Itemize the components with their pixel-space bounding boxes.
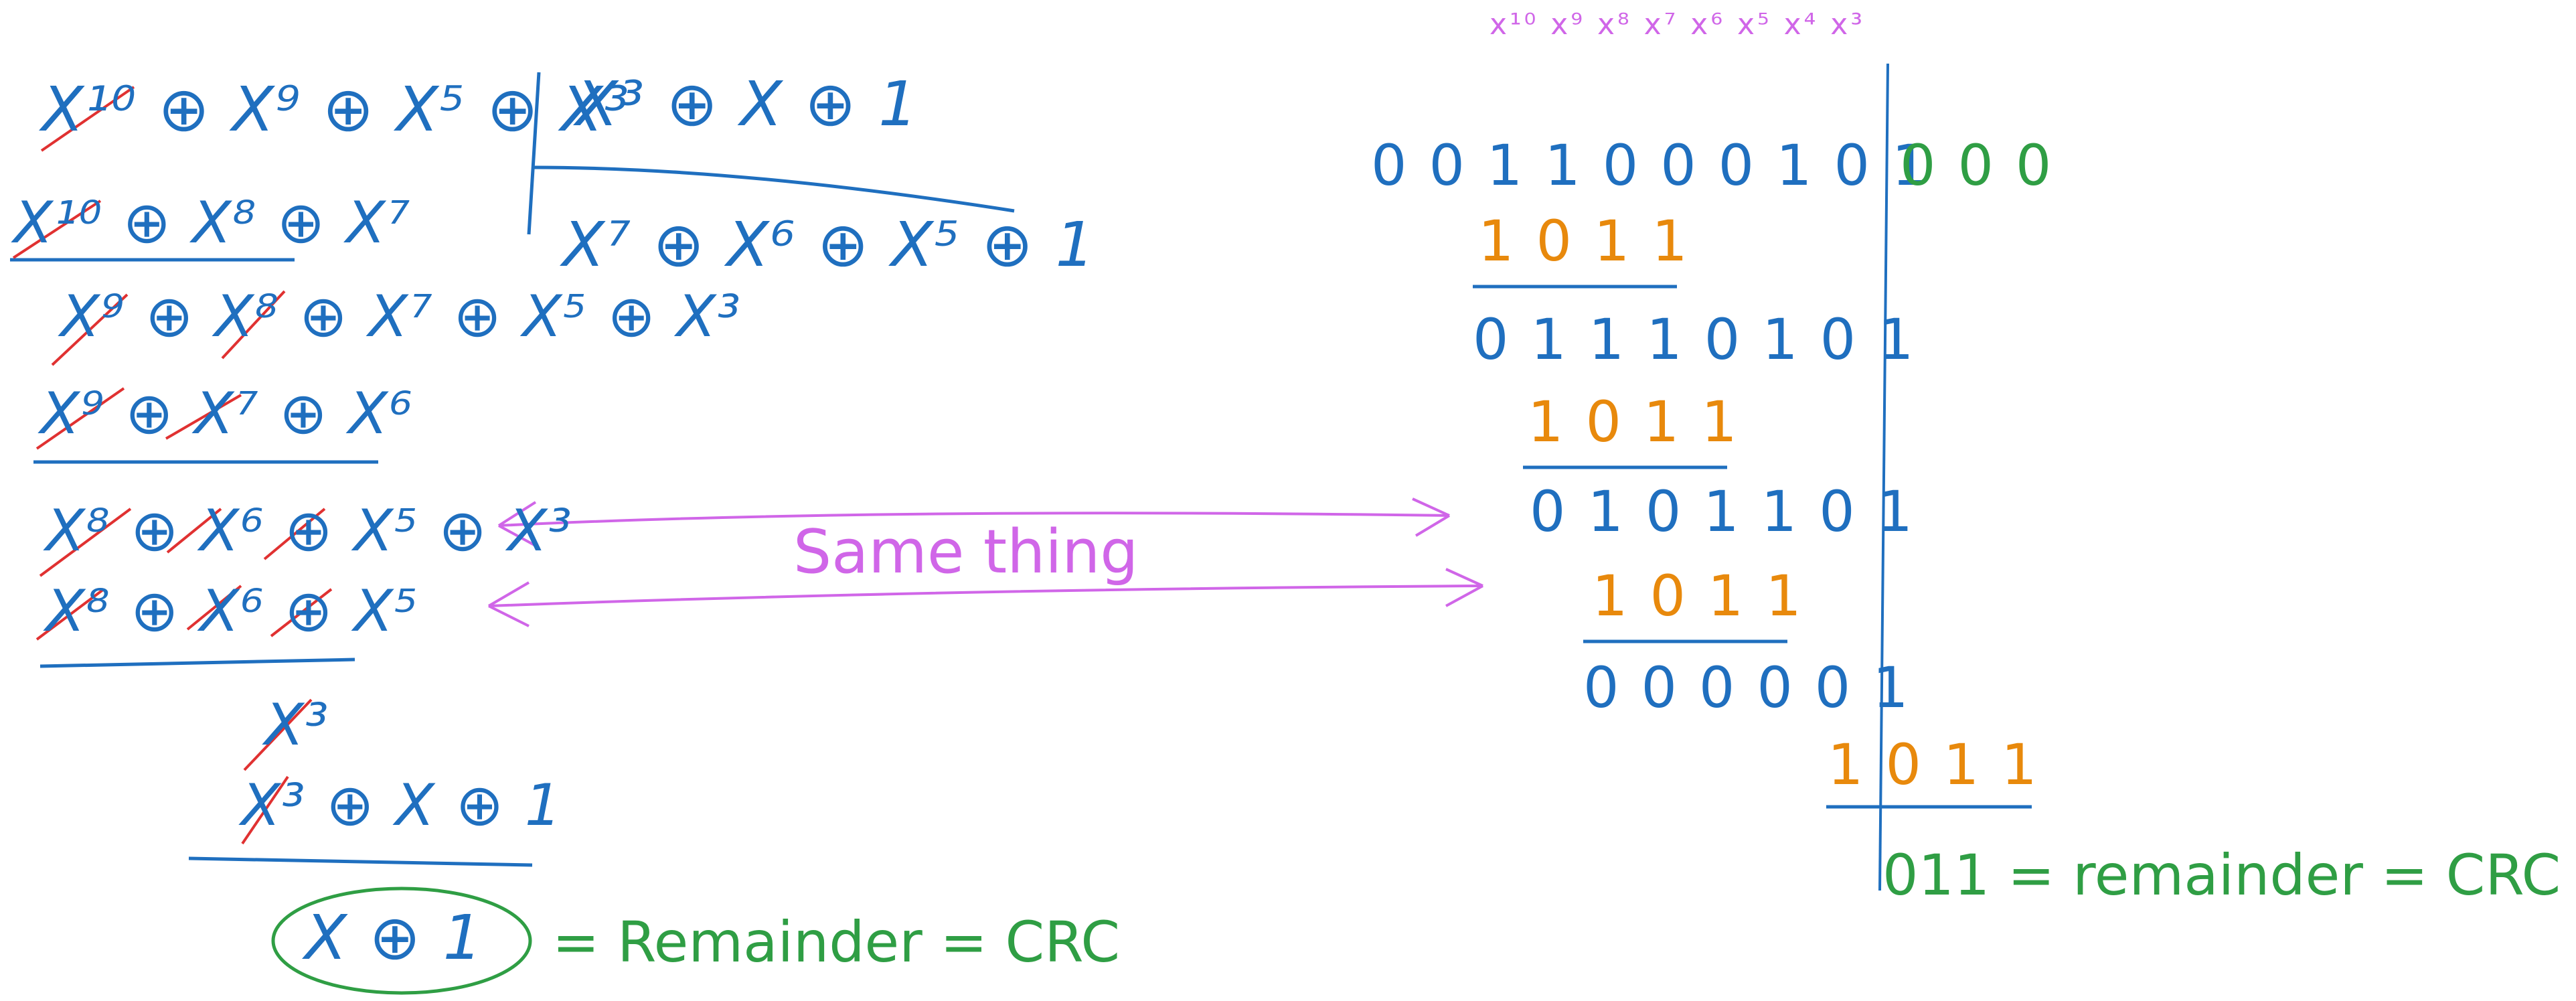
divisor-row-2: 1011 <box>1528 389 1759 455</box>
divisor-row-3: 1011 <box>1592 563 1824 629</box>
poly-dividend: X¹⁰ ⊕ X⁹ ⊕ X⁵ ⊕ X³ <box>42 74 631 145</box>
poly-step-7: X³ ⊕ X ⊕ 1 <box>241 772 563 839</box>
poly-quotient: X⁷ ⊕ X⁶ ⊕ X⁵ ⊕ 1 <box>562 209 1096 281</box>
divisor-row-1: 1011 <box>1478 208 1710 274</box>
division-bracket-horizontal <box>532 165 1015 213</box>
poly-step-5: X⁸ ⊕ X⁶ ⊕ X⁵ <box>46 578 419 645</box>
dividend-bits: 0011000101 <box>1371 133 1950 198</box>
poly-step-2: X⁹ ⊕ X⁸ ⊕ X⁷ ⊕ X⁵ ⊕ X³ <box>60 283 742 350</box>
partial-row-3: 000001 <box>1583 655 1931 720</box>
poly-remainder-label: = Remainder = CRC <box>552 909 1121 975</box>
appended-zeros: 000 <box>1900 133 2074 198</box>
step-underline-3 <box>39 658 355 668</box>
poly-divisor: X³ ⊕ X ⊕ 1 <box>576 68 919 140</box>
binary-remainder: 011 = remainder = CRC <box>1882 842 2561 908</box>
same-thing-label: Same thing <box>793 517 1139 587</box>
divisor-row-4: 1011 <box>1828 732 2059 797</box>
exponent-header: x¹⁰ x⁹ x⁸ x⁷ x⁶ x⁵ x⁴ x³ <box>1490 7 1865 42</box>
partial-row-1: 01110101 <box>1473 307 1936 372</box>
poly-step-1: X¹⁰ ⊕ X⁸ ⊕ X⁷ <box>13 189 412 256</box>
poly-step-4: X⁸ ⊕ X⁶ ⊕ X⁵ ⊕ X³ <box>46 497 573 564</box>
poly-remainder: X ⊕ 1 <box>305 902 484 974</box>
partial-row-2: 0101101 <box>1530 479 1935 544</box>
step-underline-4 <box>188 856 533 867</box>
poly-step-3: X⁹ ⊕ X⁷ ⊕ X⁶ <box>40 380 414 447</box>
poly-step-6: X³ <box>264 692 330 759</box>
